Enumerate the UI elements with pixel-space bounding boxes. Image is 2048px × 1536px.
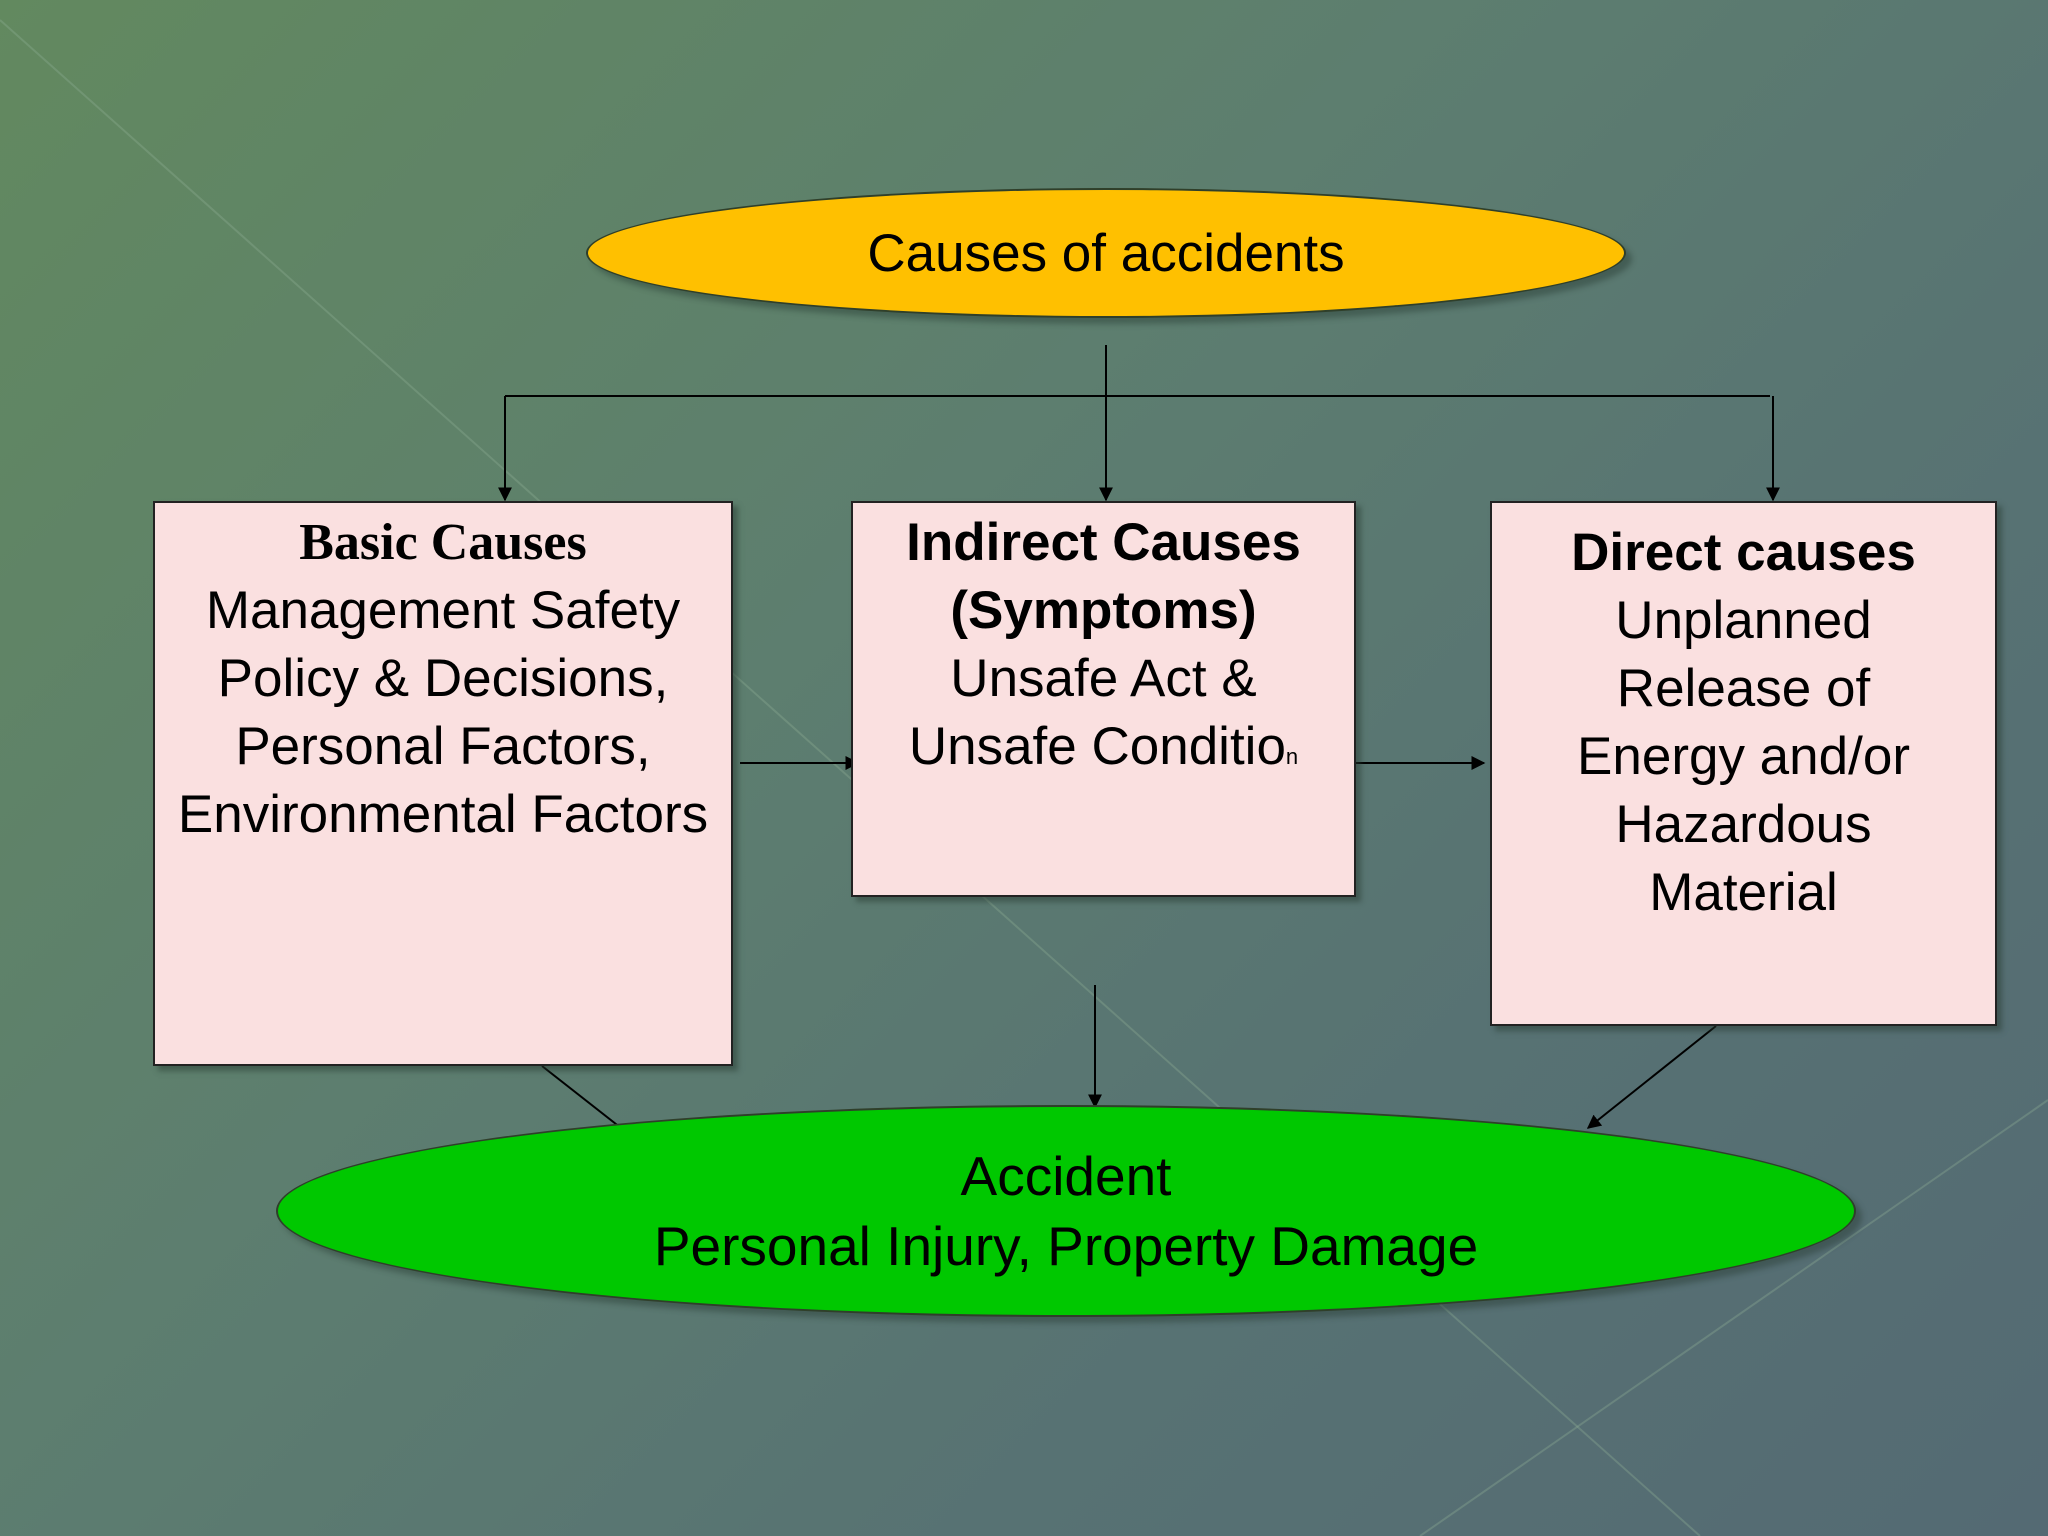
basic-causes-line: Policy & Decisions, [217,649,669,708]
indirect-causes-line-last: Unsafe Condition [853,713,1354,791]
basic-causes-line: Environmental Factors [177,785,709,844]
basic-causes-line: Personal Factors, [235,717,651,776]
indirect-causes-subtitle: (Symptoms) [950,581,1257,640]
basic-causes-title: Basic Causes [299,514,587,571]
indirect-causes-line: Unsafe Act & [950,649,1257,708]
background-diagonal-line [1419,1099,2048,1536]
accident-description: Personal Injury, Property Damage [653,1215,1479,1277]
direct-causes-line: Material [1649,863,1838,922]
indirect-causes-trailing-letter: n [1285,744,1299,769]
basic-causes-line: Management Safety [205,581,681,640]
indirect-causes-box: Indirect Causes (Symptoms) Unsafe Act & … [851,501,1356,897]
indirect-causes-line: Unsafe Conditio [908,717,1286,776]
direct-causes-line: Unplanned [1615,591,1872,650]
direct-causes-title: Direct causes [1571,523,1916,582]
indirect-causes-title: Indirect Causes [906,513,1301,572]
accident-node: Accident Personal Injury, Property Damag… [276,1105,1856,1317]
direct-causes-line: Hazardous [1615,795,1872,854]
accident-title: Accident [960,1145,1172,1207]
basic-causes-box: Basic Causes Management Safety Policy & … [153,501,733,1066]
causes-of-accidents-node: Causes of accidents [586,188,1626,318]
direct-causes-line: Release of [1616,659,1871,718]
arrow-direct-to-accident [1586,1025,1717,1129]
direct-causes-line: Energy and/or [1577,727,1910,786]
direct-causes-box: Direct causes Unplanned Release of Energ… [1490,501,1997,1026]
diagram-title: Causes of accidents [867,223,1345,283]
